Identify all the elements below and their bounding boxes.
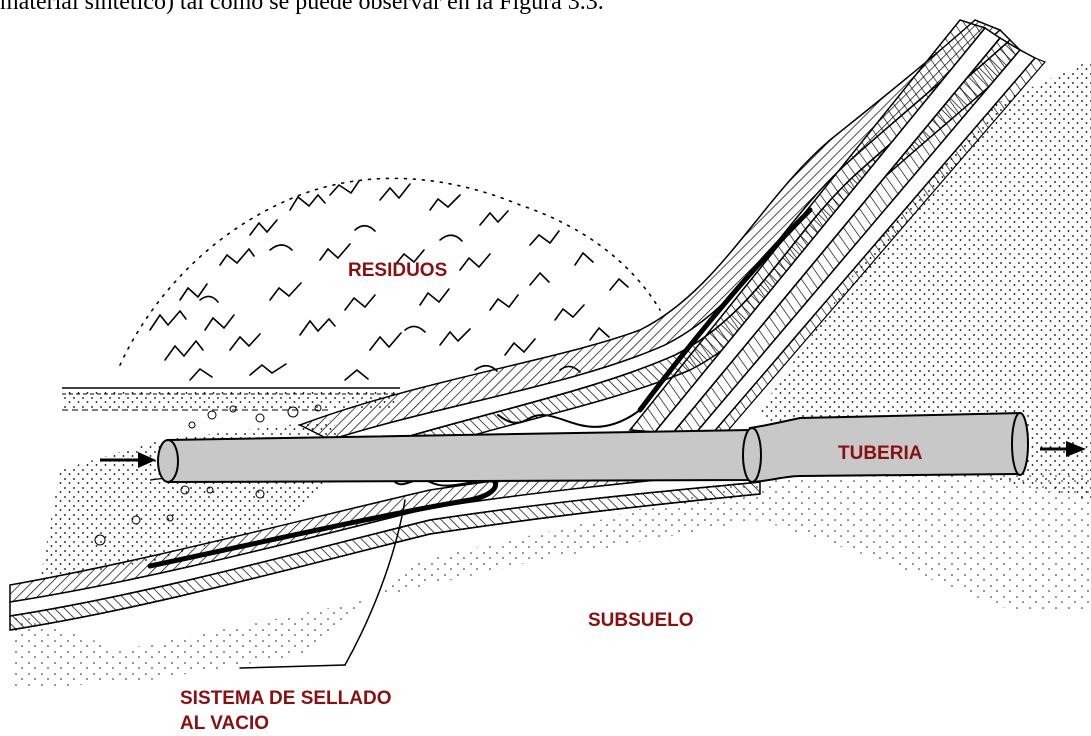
label-sellado-line1: SISTEMA DE SELLADO <box>180 688 391 709</box>
label-subsuelo: SUBSUELO <box>588 610 694 631</box>
label-residuos: RESIDUOS <box>348 260 447 281</box>
label-sellado-line2: AL VACIO <box>180 713 269 734</box>
label-tuberia: TUBERIA <box>838 443 923 464</box>
